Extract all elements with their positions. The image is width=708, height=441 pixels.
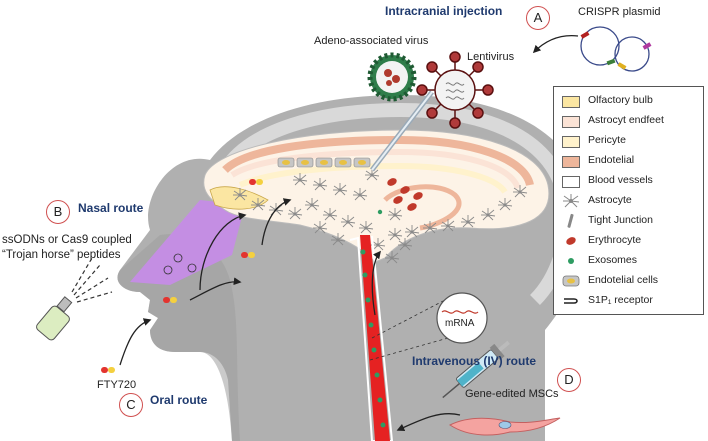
aav-icon: [367, 52, 417, 102]
nasal-agents-label-line1: ssODNs or Cas9 coupled: [2, 234, 132, 246]
trojan-peptides: [163, 253, 197, 275]
erythrocyte-swatch: [562, 233, 580, 252]
nasal-cavity: [130, 200, 245, 285]
s1p1-receptor-legend-label: S1P₁ receptor: [588, 294, 653, 306]
erythrocyte-legend-label: Erythrocyte: [588, 234, 642, 246]
lentivirus-label: Lentivirus: [467, 51, 515, 63]
vessel-exosomes: [360, 249, 386, 428]
exosomes-swatch: [562, 253, 580, 272]
route-a-badge: A: [526, 6, 550, 30]
intravenous-route-label: Intravenous (IV) route: [412, 354, 537, 368]
pill-fty720: [101, 367, 115, 373]
msc-label: Gene-edited MSCs: [465, 388, 559, 400]
exosomes-legend-label: Exosomes: [588, 254, 638, 266]
astrocyte-legend-label: Astrocyte: [588, 194, 632, 206]
endotelial-swatch: [562, 156, 580, 168]
pericyte-swatch: [562, 136, 580, 148]
mrna-label: mRNA: [445, 318, 475, 329]
mrna-callout: [436, 292, 488, 344]
nasal-agents-label-line2: “Trojan horse” peptides: [2, 249, 121, 261]
blood-vessels-swatch: [562, 176, 580, 188]
brain-erythrocytes: [387, 178, 423, 211]
endotelial-cells-swatch: [562, 273, 580, 292]
endotelial-legend-label: Endotelial: [588, 154, 635, 166]
olfactory-bulb-legend-label: Olfactory bulb: [588, 94, 653, 106]
route-b-badge: B: [46, 200, 70, 224]
oral-route-label: Oral route: [150, 393, 208, 407]
crispr-plasmid-icon: [580, 26, 652, 72]
endothelial-cell-strip: [277, 157, 371, 168]
astrocyte-endfeet-swatch: [562, 116, 580, 128]
tight-junction-swatch: [562, 213, 580, 232]
olfactory-bulb: [209, 186, 269, 210]
pericyte-legend-label: Pericyte: [588, 134, 626, 146]
nasal-route-label: Nasal route: [78, 201, 144, 215]
blood-vessels-legend-label: Blood vessels: [588, 174, 653, 186]
blood-vessel-wall: [349, 235, 394, 441]
route-d-badge: D: [557, 368, 581, 392]
route-c-badge: C: [119, 393, 143, 417]
blood-vessel: [360, 235, 390, 441]
intracranial-route-label: Intracranial injection: [385, 4, 503, 18]
tight-junction-legend-label: Tight Junction: [588, 214, 653, 226]
lentivirus-icon: [416, 51, 494, 129]
syringe-icon: [442, 340, 510, 399]
astrocyte-swatch: [562, 193, 580, 212]
fty720-label: FTY720: [97, 379, 137, 391]
olfactory-bulb-swatch: [562, 96, 580, 108]
aav-label: Adeno-associated virus: [314, 35, 429, 47]
endotelial-cells-legend-label: Endotelial cells: [588, 274, 659, 286]
crispr-plasmid-label: CRISPR plasmid: [578, 6, 661, 18]
nasal-spray-icon: [36, 257, 113, 341]
astrocyte-endfeet-legend-label: Astrocyt endfeet: [588, 114, 664, 126]
s1p1-receptor-swatch: [562, 293, 580, 312]
